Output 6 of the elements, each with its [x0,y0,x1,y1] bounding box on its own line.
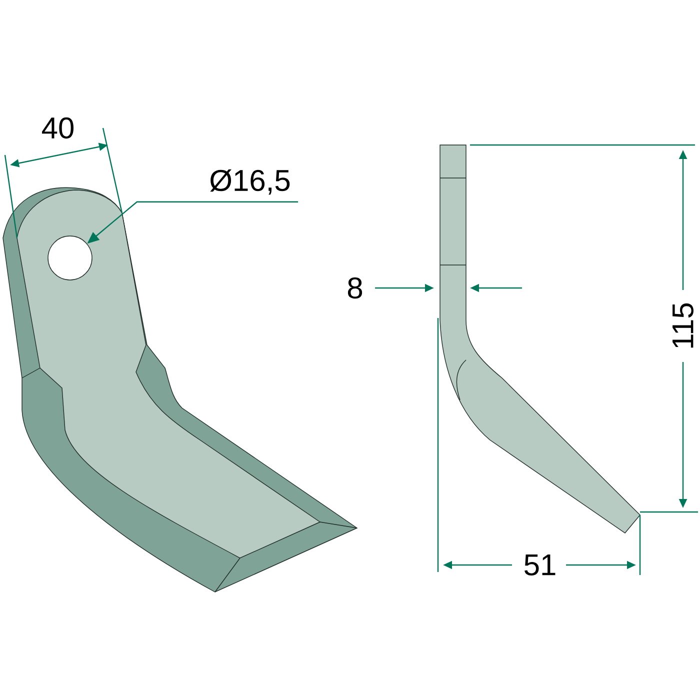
dimension-label: 8 [348,277,362,299]
hole [48,236,92,280]
dimension-label: Ø16,5 [210,169,290,195]
dimension-label: 40 [42,117,74,139]
dimension-label: 115 [672,303,694,348]
dimension-label: 51 [524,554,556,576]
